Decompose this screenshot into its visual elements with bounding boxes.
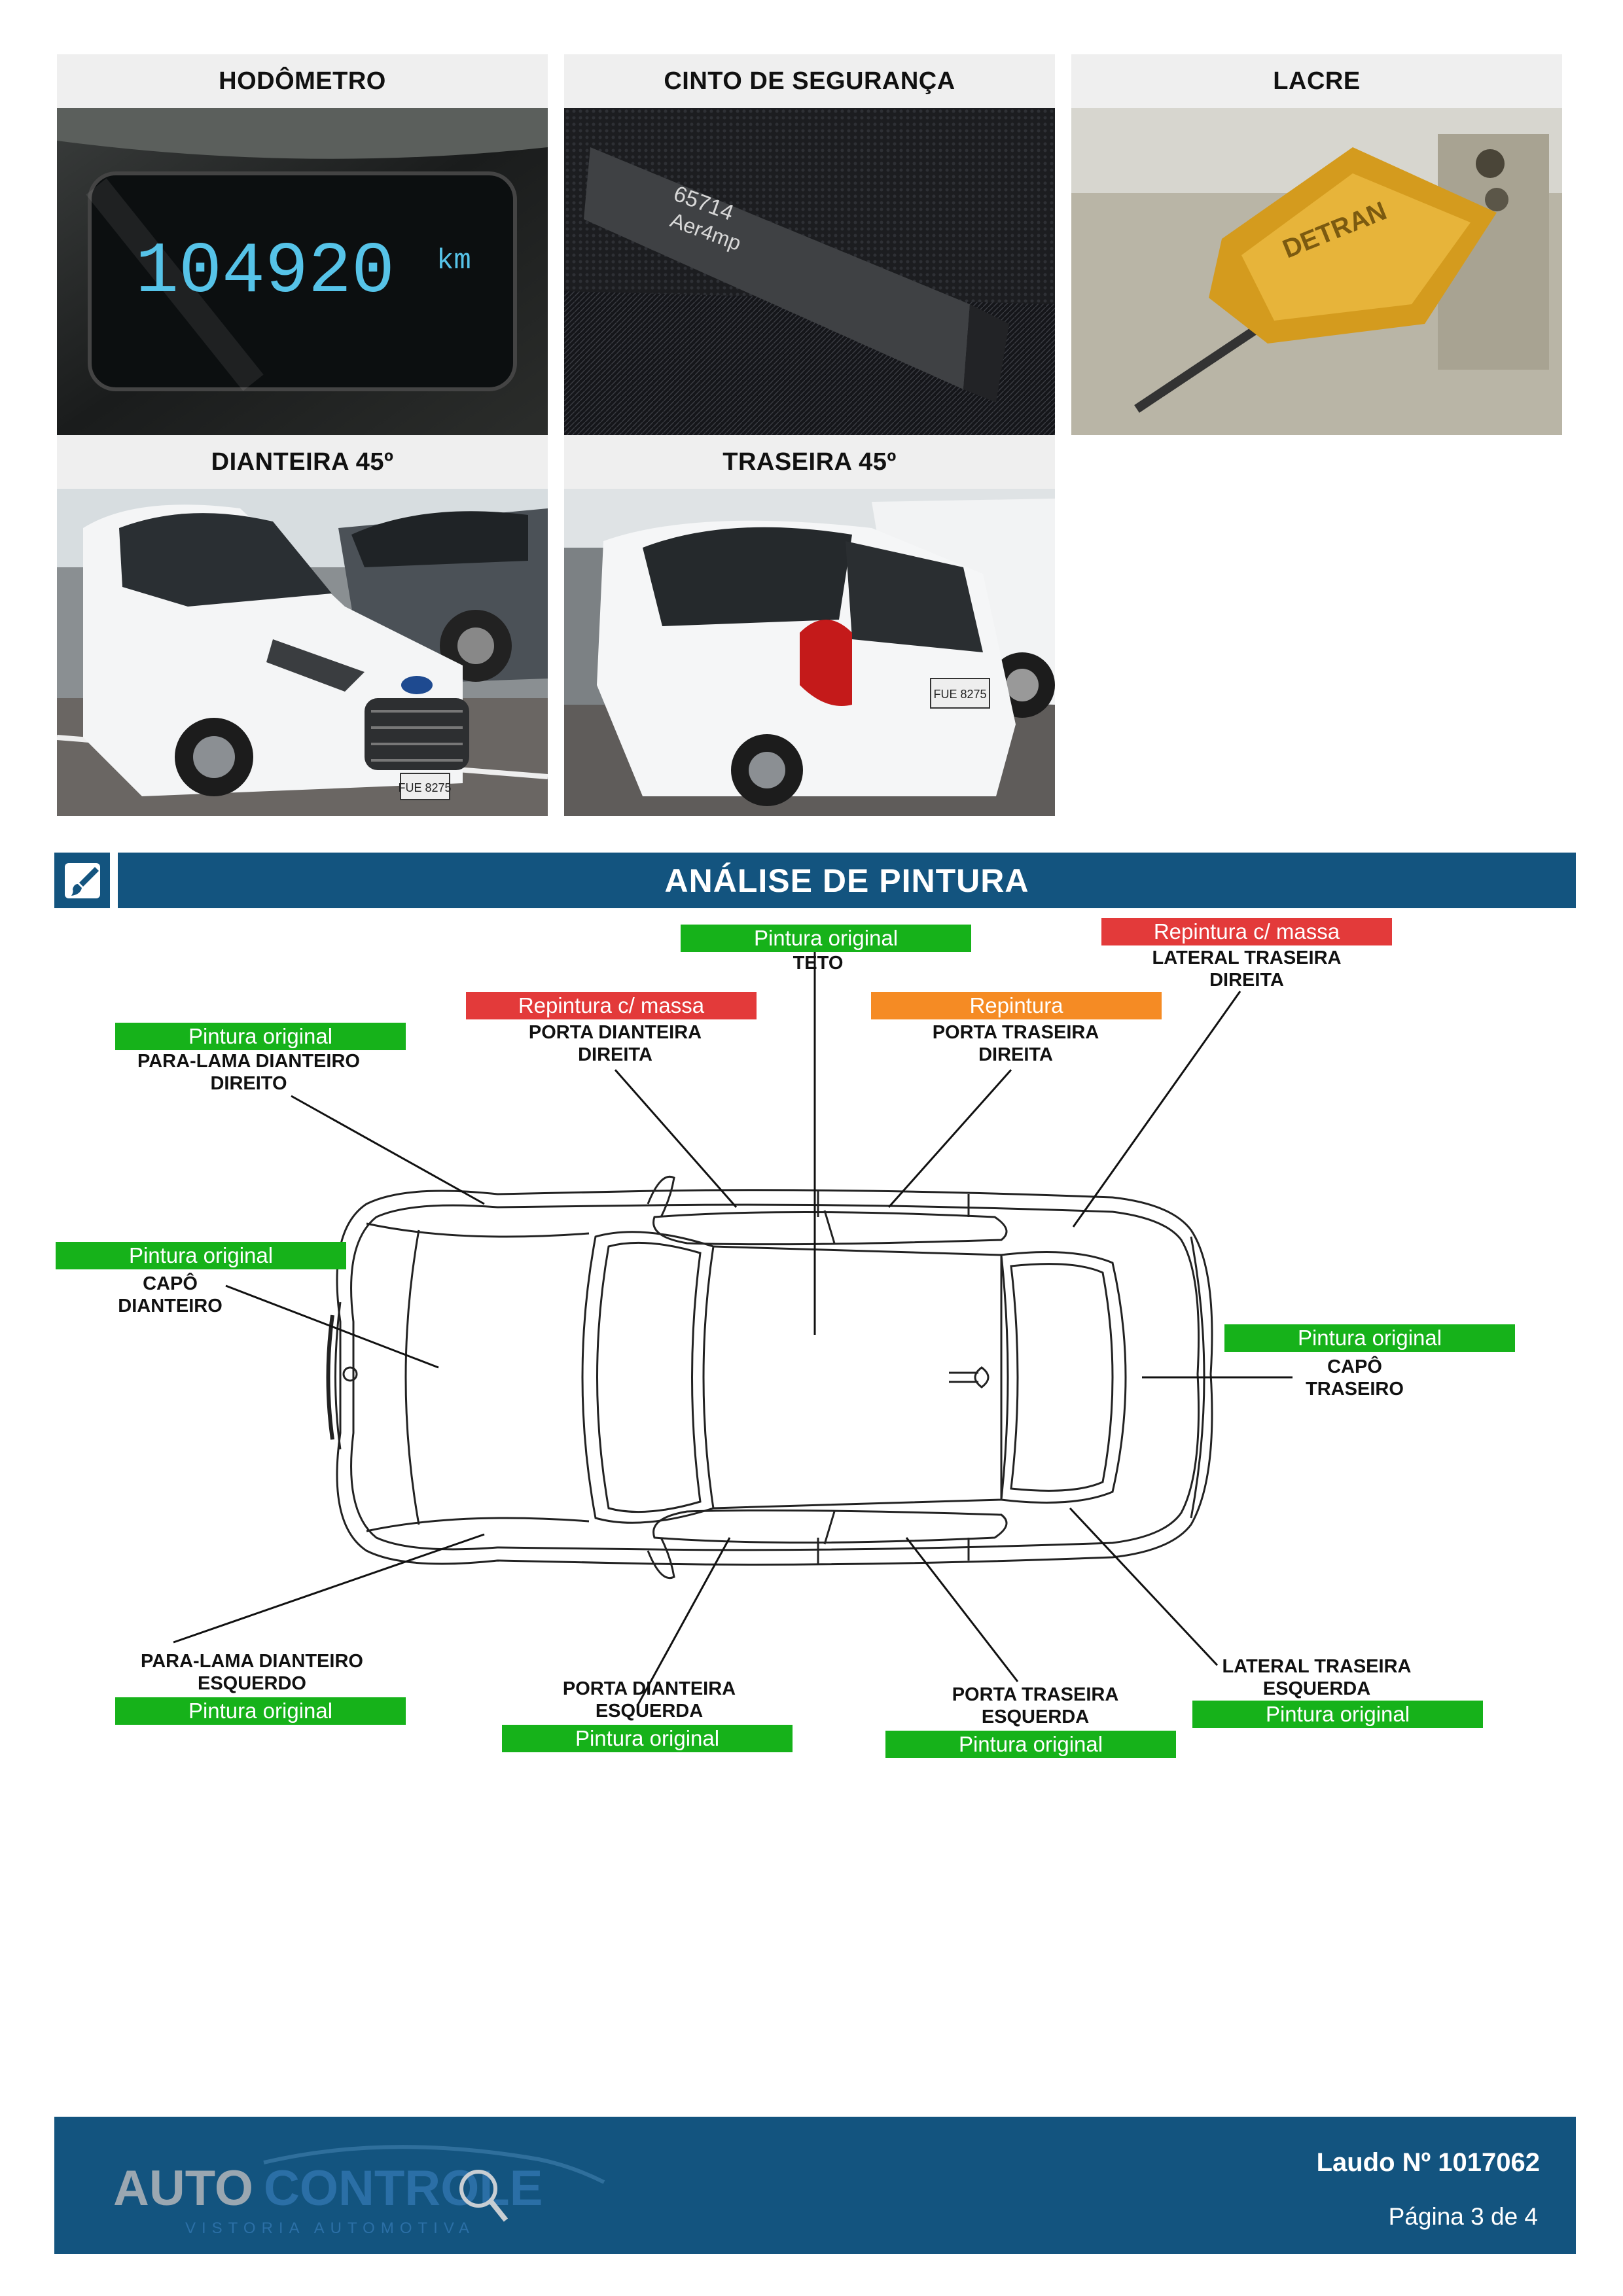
footer: AUTO CONTROLE VISTORIA AUTOMOTIVA Laudo … bbox=[54, 2117, 1576, 2254]
front-plate: FUE 8275 bbox=[398, 781, 451, 794]
status-tag-para-lama-dianteiro-esquerdo: Pintura original bbox=[115, 1697, 406, 1725]
odometer-photo: 104920 km bbox=[57, 108, 548, 435]
status-tag-capo-dianteiro: Pintura original bbox=[56, 1242, 346, 1269]
seal-photo: DETRAN bbox=[1071, 108, 1562, 435]
rear-45-photo: FUE 8275 bbox=[564, 489, 1055, 816]
front-45-photo: FUE 8275 bbox=[57, 489, 548, 816]
label-lateral-traseira-direita: LATERAL TRASEIRA DIREITA bbox=[1152, 947, 1342, 991]
photo-card-lacre: LACRE DETRAN bbox=[1071, 54, 1562, 435]
photo-card-traseira: TRASEIRA 45º FUE 8275 bbox=[564, 435, 1055, 816]
photo-card-cinto: CINTO DE SEGURANÇA 65714 Aer4mp bbox=[564, 54, 1055, 435]
label-teto: TETO bbox=[793, 953, 844, 974]
status-tag-porta-dianteira-direita: Repintura c/ massa bbox=[466, 992, 757, 1019]
photo-card-dianteira: DIANTEIRA 45º FUE 8275 bbox=[57, 435, 548, 816]
label-capo-traseiro: CAPÔ TRASEIRO bbox=[1306, 1356, 1404, 1400]
page-indicator: Página 3 de 4 bbox=[1388, 2203, 1538, 2230]
label-para-lama-dianteiro-direito: PARA-LAMA DIANTEIRO DIREITO bbox=[137, 1051, 360, 1094]
label-lateral-traseira-esquerda: LATERAL TRASEIRA ESQUERDA bbox=[1222, 1656, 1412, 1699]
section-title: ANÁLISE DE PINTURA bbox=[118, 853, 1576, 908]
status-tag-teto: Pintura original bbox=[681, 925, 971, 952]
label-porta-traseira-esquerda: PORTA TRASEIRA ESQUERDA bbox=[952, 1684, 1119, 1727]
photo-title: DIANTEIRA 45º bbox=[57, 435, 548, 489]
label-porta-dianteira-direita: PORTA DIANTEIRA DIREITA bbox=[528, 1022, 702, 1065]
logo-subtitle: VISTORIA AUTOMOTIVA bbox=[185, 2219, 475, 2237]
label-para-lama-dianteiro-esquerdo: PARA-LAMA DIANTEIRO ESQUERDO bbox=[141, 1651, 363, 1694]
logo-auto: AUTO bbox=[113, 2161, 253, 2216]
photo-title: HODÔMETRO bbox=[57, 54, 548, 108]
photo-title: TRASEIRA 45º bbox=[564, 435, 1055, 489]
photo-title: LACRE bbox=[1071, 54, 1562, 108]
status-tag-porta-traseira-direita: Repintura bbox=[871, 992, 1162, 1019]
photo-title: CINTO DE SEGURANÇA bbox=[564, 54, 1055, 108]
seatbelt-photo: 65714 Aer4mp bbox=[564, 108, 1055, 435]
odometer-unit: km bbox=[437, 245, 471, 277]
label-porta-dianteira-esquerda: PORTA DIANTEIRA ESQUERDA bbox=[562, 1678, 736, 1722]
status-tag-para-lama-dianteiro-direito: Pintura original bbox=[115, 1023, 406, 1050]
paintbrush-icon bbox=[54, 853, 110, 908]
odometer-value: 104920 bbox=[135, 232, 395, 313]
report-number: Laudo Nº 1017062 bbox=[1316, 2148, 1540, 2177]
auto-controle-logo: AUTO CONTROLE VISTORIA AUTOMOTIVA bbox=[113, 2145, 605, 2237]
photo-card-hodometro: HODÔMETRO 104920 km bbox=[57, 54, 548, 435]
status-tag-lateral-traseira-direita: Repintura c/ massa bbox=[1101, 918, 1392, 945]
status-tag-capo-traseiro: Pintura original bbox=[1224, 1324, 1515, 1352]
label-capo-dianteiro: CAPÔ DIANTEIRO bbox=[118, 1273, 223, 1316]
rear-plate: FUE 8275 bbox=[933, 688, 986, 701]
status-tag-porta-traseira-esquerda: Pintura original bbox=[885, 1731, 1176, 1758]
status-tag-lateral-traseira-esquerda: Pintura original bbox=[1192, 1701, 1483, 1728]
status-tag-porta-dianteira-esquerda: Pintura original bbox=[502, 1725, 793, 1752]
label-porta-traseira-direita: PORTA TRASEIRA DIREITA bbox=[932, 1022, 1099, 1065]
logo-controle: CONTROLE bbox=[264, 2161, 543, 2216]
